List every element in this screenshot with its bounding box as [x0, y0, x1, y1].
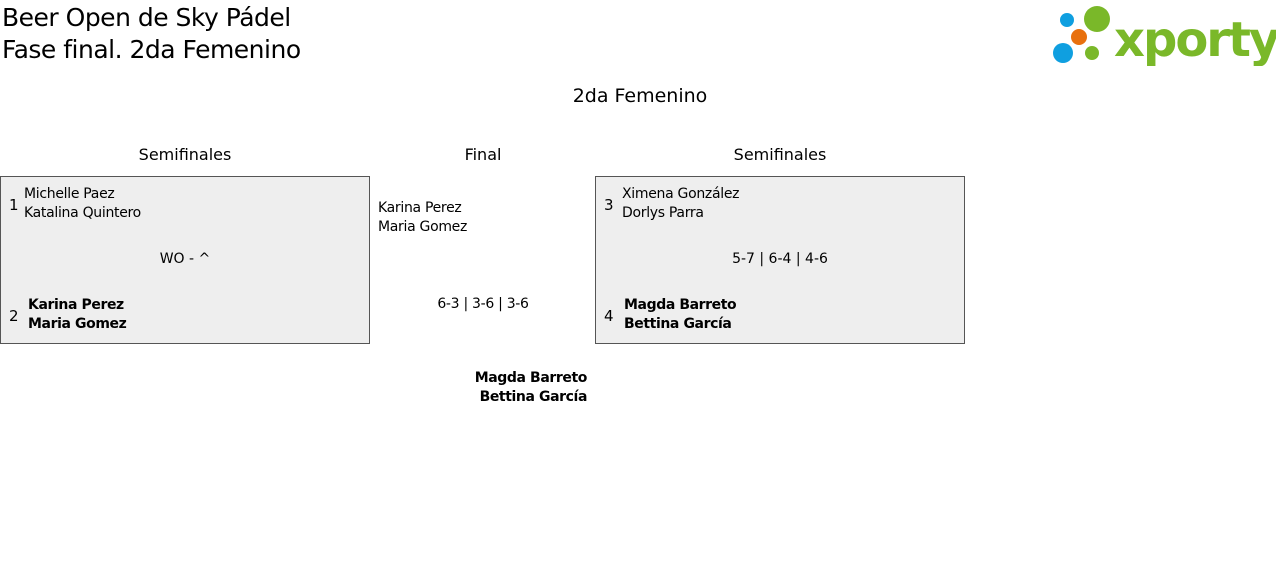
seed: 3 [604, 196, 614, 214]
round-left-header: Semifinales [138, 145, 232, 164]
seed: 4 [604, 307, 614, 325]
player: Maria Gomez [28, 316, 127, 332]
player: Bettina García [479, 389, 588, 405]
final-score: 6-3 | 3-6 | 3-6 [437, 296, 529, 312]
player: Bettina García [624, 316, 732, 332]
match-score: 5-7 | 6-4 | 4-6 [732, 251, 828, 267]
round-final-header: Final [464, 145, 502, 164]
player: Magda Barreto [624, 297, 737, 313]
player: Ximena González [622, 186, 740, 202]
player: Karina Perez [28, 297, 124, 313]
svg-text:xporty: xporty [1114, 12, 1276, 66]
category-title: 2da Femenino [572, 85, 708, 107]
player: Maria Gomez [378, 219, 468, 235]
player: Michelle Paez [24, 186, 115, 202]
player: Karina Perez [378, 200, 462, 216]
seed: 2 [9, 307, 19, 325]
match-score: WO - ^ [159, 251, 211, 267]
player: Magda Barreto [474, 370, 588, 386]
player: Katalina Quintero [24, 205, 141, 221]
player: Dorlys Parra [622, 205, 704, 221]
title-line-2: Fase final. 2da Femenino [2, 35, 301, 64]
round-right-header: Semifinales [733, 145, 827, 164]
xporty-logo: xporty [1050, 4, 1280, 68]
seed: 1 [9, 196, 19, 214]
title-line-1: Beer Open de Sky Pádel [2, 3, 291, 32]
